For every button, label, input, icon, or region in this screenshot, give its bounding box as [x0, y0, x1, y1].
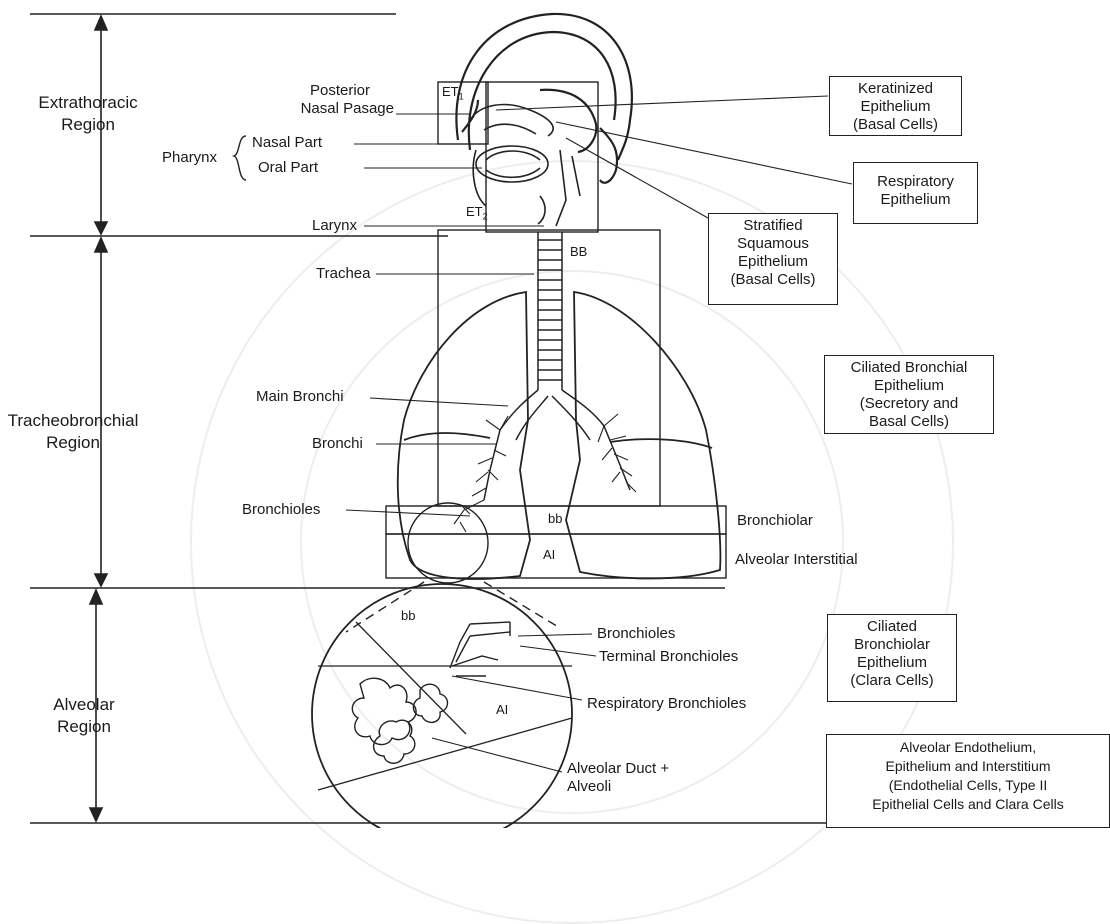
box-line: Epithelium: [713, 253, 833, 271]
pharynx-bracket: [234, 136, 246, 180]
bb-detail-tag: bb: [401, 608, 415, 623]
box-line: (Basal Cells): [834, 116, 957, 134]
region-label-line: Tracheobronchial: [0, 410, 146, 432]
box-line: Epithelium: [832, 654, 952, 672]
alveolar-interstitial-box: [386, 534, 726, 578]
box-line: (Clara Cells): [832, 672, 952, 690]
tag-text: ET: [442, 84, 459, 99]
box-line: Epithelium and Interstitium: [831, 757, 1105, 776]
bb-box: [438, 230, 660, 506]
ciliated-bronchial-box: Ciliated Bronchial Epithelium (Secretory…: [824, 355, 994, 434]
region-label-line: Alveolar: [40, 694, 128, 716]
head-outline: [456, 14, 631, 183]
lungs: [398, 292, 721, 579]
box-line: Ciliated Bronchial: [829, 359, 989, 377]
respiratory-epithelium-box: Respiratory Epithelium: [853, 162, 978, 224]
magnifier-ray-right: [484, 582, 560, 628]
label-line: Alveoli: [567, 778, 669, 796]
box-line: Alveolar Endothelium,: [831, 738, 1105, 757]
trachea-label: Trachea: [316, 265, 370, 283]
terminal-bronchioles-label: Terminal Bronchioles: [599, 648, 738, 666]
bb-upper-tag: BB: [570, 244, 587, 259]
ciliated-bronchiolar-box: Ciliated Bronchiolar Epithelium (Clara C…: [827, 614, 957, 702]
box-line: Squamous: [713, 235, 833, 253]
region-label-line: Extrathoracic: [22, 92, 154, 114]
alveolar-endothelium-box: Alveolar Endothelium, Epithelium and Int…: [826, 734, 1110, 828]
alveolar-region-label: Alveolar Region: [40, 694, 128, 738]
bronchiolar-label: Bronchiolar: [737, 512, 813, 530]
region-label-line: Region: [0, 432, 146, 454]
main-bronchi: [484, 390, 630, 500]
region-label-line: Region: [40, 716, 128, 738]
acinus-detail-circle: [312, 584, 572, 828]
et2-tag: ET2: [466, 204, 488, 225]
nasal-part-label: Nasal Part: [252, 134, 322, 152]
label-line: Posterior: [270, 82, 394, 100]
extrathoracic-region-label: Extrathoracic Region: [22, 92, 154, 136]
box-line: Stratified: [713, 217, 833, 235]
posterior-nasal-passage-label: Posterior Nasal Pasage: [270, 82, 394, 118]
pharynx-label: Pharynx: [162, 149, 217, 167]
alveolar-interstitial-label: Alveolar Interstitial: [735, 551, 858, 569]
keratinized-epithelium-box: Keratinized Epithelium (Basal Cells): [829, 76, 962, 136]
leader-lines: [346, 96, 852, 772]
box-line: (Endothelial Cells, Type II: [831, 776, 1105, 795]
box-line: Epithelial Cells and Clara Cells: [831, 795, 1105, 814]
box-line: Respiratory: [858, 173, 973, 191]
box-line: Ciliated: [832, 618, 952, 636]
bronchial-tree: [454, 414, 636, 532]
ai-detail-tag: AI: [496, 702, 508, 717]
tag-subscript: 1: [459, 92, 464, 102]
box-line: (Basal Cells): [713, 271, 833, 289]
stratified-squamous-box: Stratified Squamous Epithelium (Basal Ce…: [708, 213, 838, 305]
label-line: Alveolar Duct +: [567, 760, 669, 778]
region-label-line: Region: [22, 114, 154, 136]
tag-subscript: 2: [483, 212, 488, 222]
box-line: Basal Cells): [829, 413, 989, 431]
oral-part-label: Oral Part: [258, 159, 318, 177]
box-line: Epithelium: [829, 377, 989, 395]
ai-lower-tag: AI: [543, 547, 555, 562]
box-line: Epithelium: [858, 191, 973, 209]
box-line: Bronchiolar: [832, 636, 952, 654]
bronchi-label: Bronchi: [312, 435, 363, 453]
tracheobronchial-region-label: Tracheobronchial Region: [0, 410, 146, 454]
box-line: Keratinized: [834, 80, 957, 98]
bronchioles-label: Bronchioles: [242, 501, 320, 519]
detail-bronchioles-label: Bronchioles: [597, 625, 675, 643]
trachea-rings: [538, 232, 562, 390]
box-line: Epithelium: [834, 98, 957, 116]
box-line: (Secretory and: [829, 395, 989, 413]
respiratory-bronchioles-label: Respiratory Bronchioles: [587, 695, 746, 713]
larynx-label: Larynx: [312, 217, 357, 235]
tag-text: ET: [466, 204, 483, 219]
main-bronchi-label: Main Bronchi: [256, 388, 344, 406]
label-line: Nasal Pasage: [270, 100, 394, 118]
alveolar-duct-label: Alveolar Duct + Alveoli: [567, 760, 669, 796]
bb-lower-tag: bb: [548, 511, 562, 526]
et1-tag: ET1: [442, 84, 464, 105]
